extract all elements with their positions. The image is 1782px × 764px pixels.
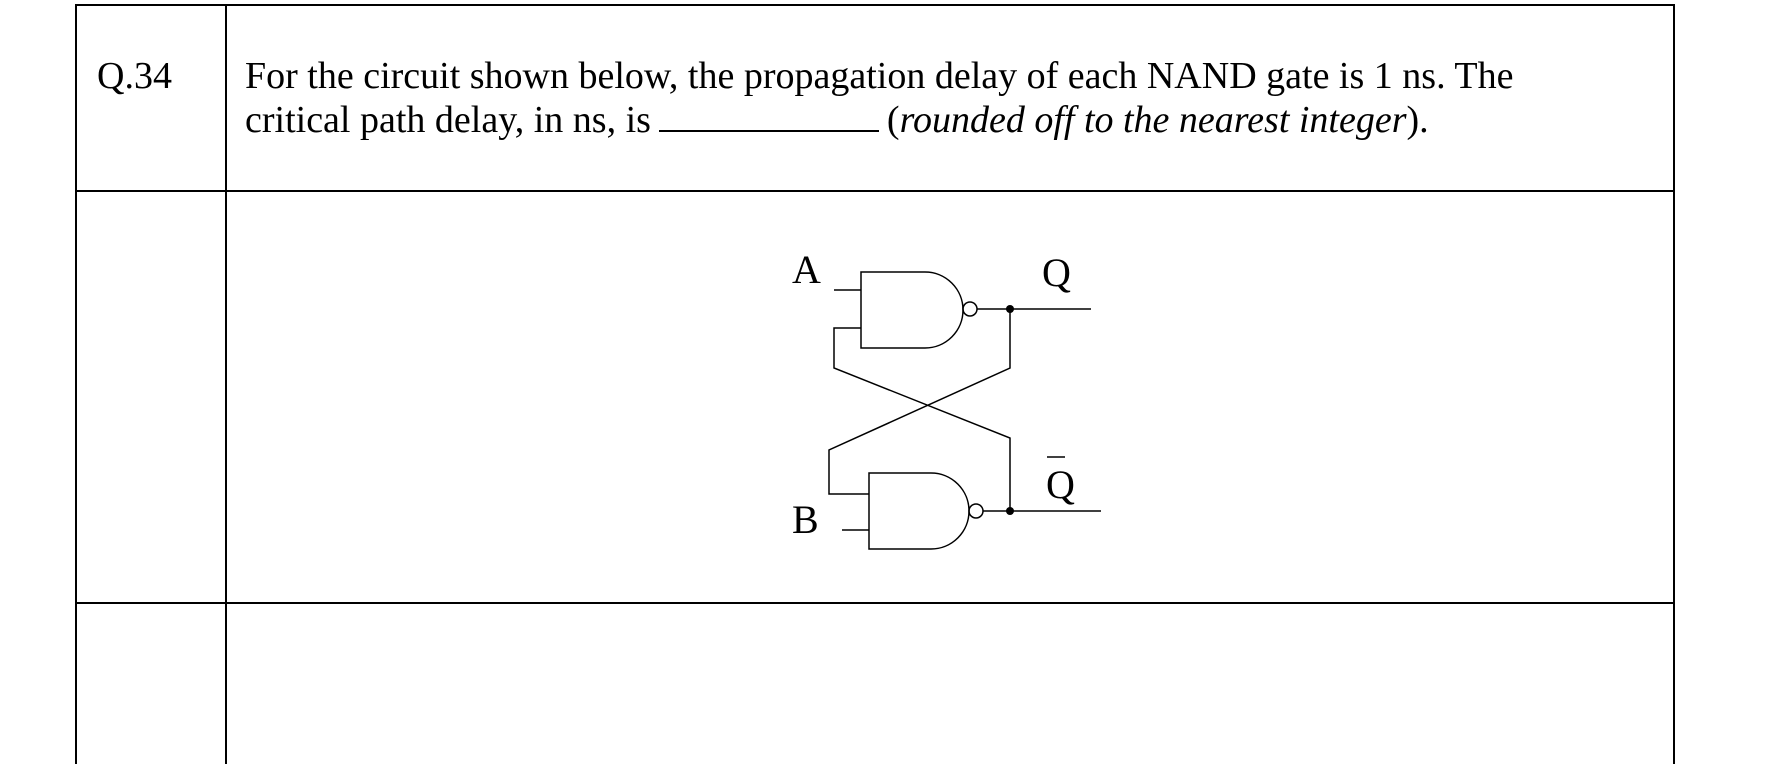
label-qbar: Q (1046, 462, 1075, 507)
top-nand-gate (860, 271, 964, 349)
paren-close: ). (1406, 99, 1429, 141)
feedback-wire-top (833, 327, 1011, 511)
top-nand-bubble (962, 301, 978, 317)
bottom-nand-bubble (968, 503, 984, 519)
rounding-note: rounded off to the nearest integer (899, 99, 1407, 141)
q-junction-dot (1006, 305, 1014, 313)
nand-latch-circuit (828, 271, 1101, 550)
row-divider (77, 190, 1673, 192)
row-divider (77, 602, 1673, 604)
question-number: Q.34 (97, 55, 172, 97)
answer-blank (658, 100, 879, 132)
qbar-junction-dot (1006, 507, 1014, 515)
question-line-2-text: critical path delay, in ns, is (245, 99, 651, 141)
label-b: B (792, 497, 819, 542)
question-table: Q.34 For the circuit shown below, the pr… (75, 4, 1675, 764)
column-divider (225, 6, 227, 764)
question-text: For the circuit shown below, the propaga… (245, 54, 1655, 142)
label-a: A (792, 247, 821, 292)
question-line-2: critical path delay, in ns, is (rounded o… (245, 98, 1655, 142)
label-q: Q (1042, 250, 1071, 295)
paren-open: ( (886, 99, 900, 141)
bottom-nand-gate (868, 472, 970, 550)
question-line-1: For the circuit shown below, the propaga… (245, 55, 1514, 97)
feedback-wire-bottom (828, 309, 1011, 495)
